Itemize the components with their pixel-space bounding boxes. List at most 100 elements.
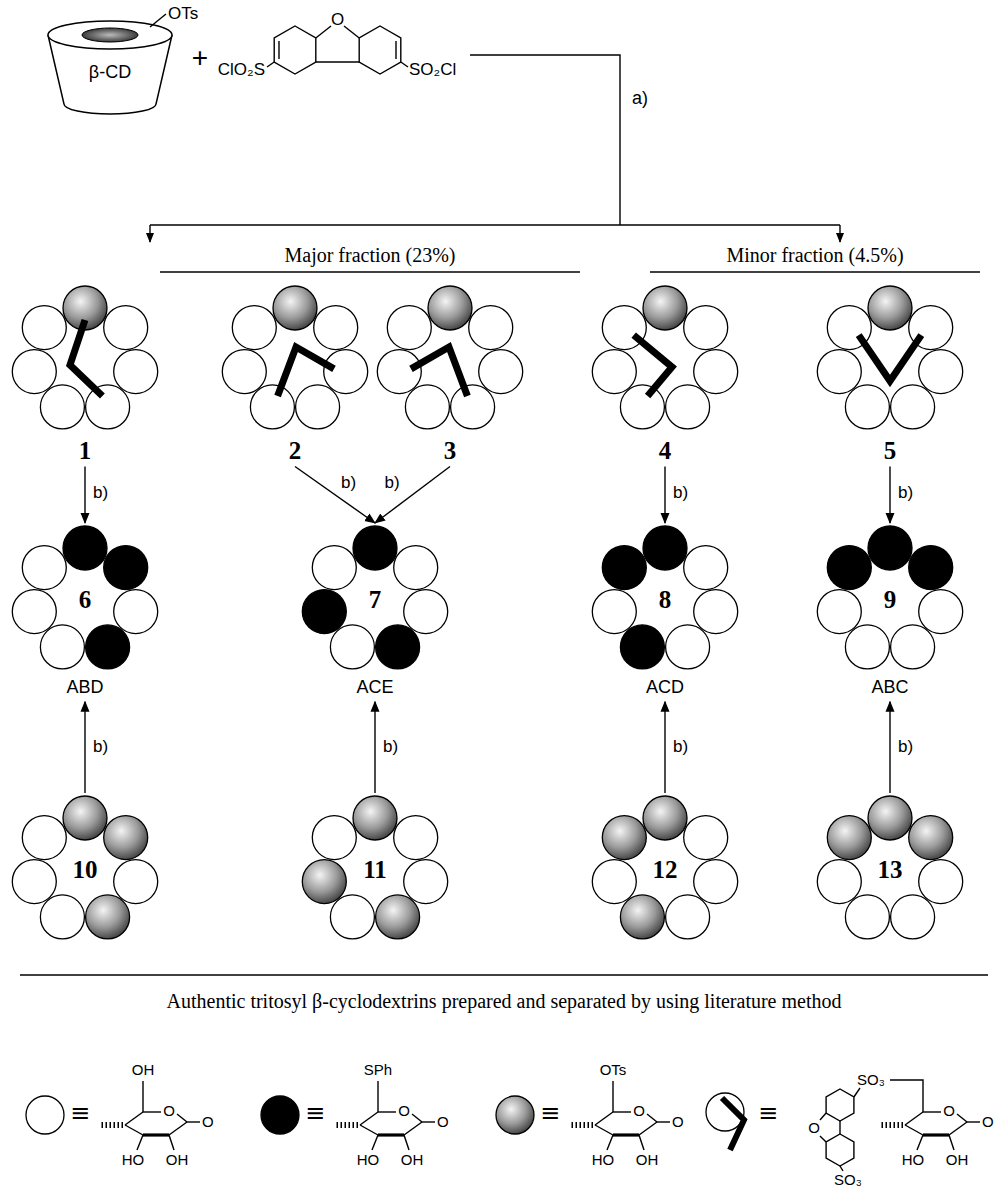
glucose-unit: [868, 286, 912, 330]
glucose-unit: [827, 816, 871, 860]
glucose-unit: [377, 350, 421, 394]
structure-label: HO: [357, 1151, 380, 1168]
reaction-arrow: [889, 702, 890, 793]
glucose-unit: [919, 350, 963, 394]
glucose-unit: [891, 895, 935, 939]
reagent-label: b): [673, 737, 688, 757]
structure-label: O: [943, 1102, 955, 1119]
glucose-unit: [353, 796, 397, 840]
glucose-unit: [469, 306, 513, 350]
cyclodextrin-node: 8ACD: [590, 525, 740, 698]
glucose-unit: [63, 796, 107, 840]
glucose-unit: [12, 350, 56, 394]
compound-number: 9: [884, 586, 897, 614]
glucose-unit: [817, 590, 861, 634]
legend-structures: [26, 1080, 980, 1171]
glucose-unit: [602, 816, 646, 860]
cyclodextrin-ring: [590, 285, 740, 435]
cyclodextrin-ring: [375, 285, 525, 435]
reaction-arrow: [664, 467, 665, 524]
cyclodextrin-cone: [48, 14, 172, 114]
capping-bar: [411, 347, 467, 396]
reaction-arrow: [664, 702, 665, 793]
glucose-unit: [592, 590, 636, 634]
glucose-unit: [602, 546, 646, 590]
glucose-unit: [666, 625, 710, 669]
reagent-label: b): [93, 483, 108, 503]
structure-label: O: [163, 1102, 175, 1119]
structure-label: O: [202, 1113, 214, 1130]
reaction-arrow: [889, 467, 890, 524]
cyclodextrin-node: 6ABD: [10, 525, 160, 698]
structure-label: HO: [902, 1151, 925, 1168]
glucose-unit: [479, 350, 523, 394]
glucose-unit: [919, 860, 963, 904]
structure-label: OH: [401, 1151, 424, 1168]
glucose-unit: [86, 385, 130, 429]
glucose-unit: [845, 385, 889, 429]
glucose-unit: [86, 895, 130, 939]
glucose-unit: [40, 385, 84, 429]
reagent-label: b): [385, 473, 400, 493]
structure-label: O: [437, 1113, 449, 1130]
glucose-unit: [222, 350, 266, 394]
glucose-unit: [620, 625, 664, 669]
cyclodextrin-node: 5: [815, 285, 965, 465]
glucose-unit: [40, 625, 84, 669]
glucose-unit: [891, 625, 935, 669]
equivalence-sign: ≡: [70, 1100, 90, 1128]
glucose-unit: [684, 546, 728, 590]
compound-number: 13: [878, 856, 903, 884]
structure-label: O: [982, 1113, 994, 1130]
compound-number: 3: [444, 437, 457, 465]
cyclodextrin-ring: [220, 285, 370, 435]
capping-bar: [634, 335, 672, 396]
structure-label: O: [808, 1119, 820, 1136]
structure-label: OH: [166, 1151, 189, 1168]
cyclodextrin-node: 3: [375, 285, 525, 465]
glucose-unit: [694, 860, 738, 904]
compound-number: 7: [369, 586, 382, 614]
structure-label: Authentic tritosyl β-cyclodextrins prepa…: [167, 990, 842, 1013]
structure-label: O: [672, 1113, 684, 1130]
glucose-unit: [12, 590, 56, 634]
glucose-unit: [104, 546, 148, 590]
glucose-unit: [643, 796, 687, 840]
glucose-unit: [592, 860, 636, 904]
glucose-unit: [643, 286, 687, 330]
reaction-arrow: [84, 467, 85, 524]
compound-number: 2: [289, 437, 302, 465]
glucose-unit: [114, 590, 158, 634]
glucose-unit: [104, 306, 148, 350]
glucose-unit: [314, 306, 358, 350]
glucose-unit: [330, 895, 374, 939]
glucose-unit: [620, 895, 664, 939]
glucose-unit: [22, 546, 66, 590]
dibenzofuran-reagent: [267, 26, 408, 74]
reaction-arrow: [375, 467, 450, 524]
glucose-unit: [845, 625, 889, 669]
structure-label: β-CD: [89, 62, 131, 83]
cyclodextrin-node: 11: [300, 795, 450, 945]
capping-bar: [70, 320, 102, 396]
glucose-unit: [250, 385, 294, 429]
glucose-unit: [868, 526, 912, 570]
structure-label: O: [633, 1102, 645, 1119]
glucose-unit: [104, 816, 148, 860]
glucose-unit: [40, 895, 84, 939]
reagent-label: b): [898, 483, 913, 503]
compound-number: 1: [79, 437, 92, 465]
compound-number: 11: [363, 856, 387, 884]
structure-label: OH: [636, 1151, 659, 1168]
reaction-arrow: [20, 55, 988, 975]
cyclodextrin-node: 12: [590, 795, 740, 945]
glucose-unit: [404, 590, 448, 634]
glucose-unit: [620, 385, 664, 429]
cyclodextrin-node: 10: [10, 795, 160, 945]
glucose-unit: [63, 526, 107, 570]
glucose-unit: [404, 860, 448, 904]
glucose-unit: [312, 546, 356, 590]
glucose-unit: [394, 816, 438, 860]
glucose-unit: [22, 306, 66, 350]
